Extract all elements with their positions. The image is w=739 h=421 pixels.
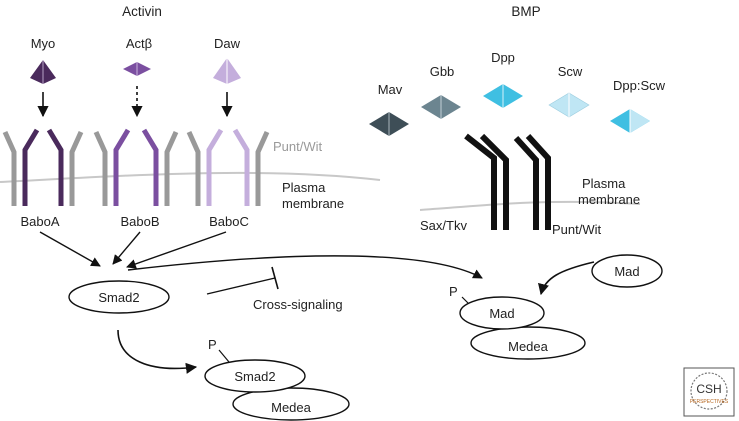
medea-complex-label-activin: Medea <box>271 400 312 415</box>
ligand-label-dpp: Dpp <box>491 50 515 65</box>
mad-free-label: Mad <box>614 264 639 279</box>
ligand-label-gbb: Gbb <box>430 64 455 79</box>
mad-complex-label: Mad <box>489 306 514 321</box>
activin-header: Activin <box>122 4 162 19</box>
inhibition-bar <box>271 266 279 290</box>
plasma-membrane-label-bmp-2: membrane <box>578 192 640 207</box>
mad-complex-node <box>459 296 545 330</box>
logo-subtext: PERSPECTIVES <box>690 399 729 405</box>
ligand-label-daw: Daw <box>214 36 241 51</box>
bmp-header: BMP <box>511 4 540 19</box>
receptor-label-baboB: BaboB <box>120 214 159 229</box>
punt-wit-label-activin: Punt/Wit <box>273 139 323 154</box>
ligand-gbb-icon <box>421 95 461 119</box>
ligand-label-scw: Scw <box>558 64 583 79</box>
plasma-membrane-label-2: membrane <box>282 196 344 211</box>
mad-phospho-arrow <box>538 261 595 296</box>
ligand-scw-icon <box>548 92 590 118</box>
baboB-to-smad2-arrow <box>112 231 141 265</box>
plasma-membrane-bmp <box>419 200 641 211</box>
csh-perspectives-logo: CSH PERSPECTIVES <box>683 367 735 417</box>
receptor-sax-tkv <box>464 133 509 230</box>
ligand-daw-icon <box>213 58 241 84</box>
ligand-myo-icon <box>30 60 56 84</box>
receptor-baboB <box>93 128 179 206</box>
medea-complex-label-bmp: Medea <box>508 339 549 354</box>
receptor-punt-wit-bmp <box>513 133 551 230</box>
cross-signaling-label: Cross-signaling <box>253 297 343 312</box>
ligand-actb-icon <box>123 62 151 76</box>
receptor-baboA <box>2 128 84 206</box>
ligand-label-mav: Mav <box>378 82 403 97</box>
mad-free-node <box>591 254 663 288</box>
plasma-membrane-label-bmp-1: Plasma <box>582 176 626 191</box>
smad2-complex-label: Smad2 <box>234 369 275 384</box>
smad2-to-mad-arrow <box>127 255 483 279</box>
ligand-label-dppscw: Dpp:Scw <box>613 78 666 93</box>
punt-wit-label-bmp: Punt/Wit <box>552 222 602 237</box>
receptor-label-baboA: BaboA <box>20 214 59 229</box>
smad2-phospho-bond <box>218 349 230 363</box>
smad2-phospho-arrow <box>117 329 198 374</box>
smad2-complex-node <box>204 359 306 393</box>
logo-text: CSH <box>696 382 721 396</box>
smad2-node <box>68 280 170 314</box>
mad-phospho-label: P <box>449 284 458 299</box>
medea-node-activin <box>232 387 350 421</box>
cross-signaling-inhibition <box>206 277 276 295</box>
ligand-dpp-icon <box>483 84 523 108</box>
receptor-baboC <box>186 128 270 206</box>
baboA-to-smad2-arrow <box>39 231 101 267</box>
medea-node-bmp <box>470 326 586 360</box>
smad2-label: Smad2 <box>98 290 139 305</box>
receptor-label-baboC: BaboC <box>209 214 249 229</box>
ligand-label-actb: Actβ <box>126 36 152 51</box>
sax-tkv-label: Sax/Tkv <box>420 218 467 233</box>
baboC-to-smad2-arrow <box>126 231 227 269</box>
ligand-mav-icon <box>369 112 409 136</box>
plasma-membrane-label-1: Plasma <box>282 180 326 195</box>
plasma-membrane-activin <box>0 171 381 183</box>
smad2-phospho-label: P <box>208 337 217 352</box>
ligand-dppscw-icon <box>610 109 650 133</box>
ligand-label-myo: Myo <box>31 36 56 51</box>
